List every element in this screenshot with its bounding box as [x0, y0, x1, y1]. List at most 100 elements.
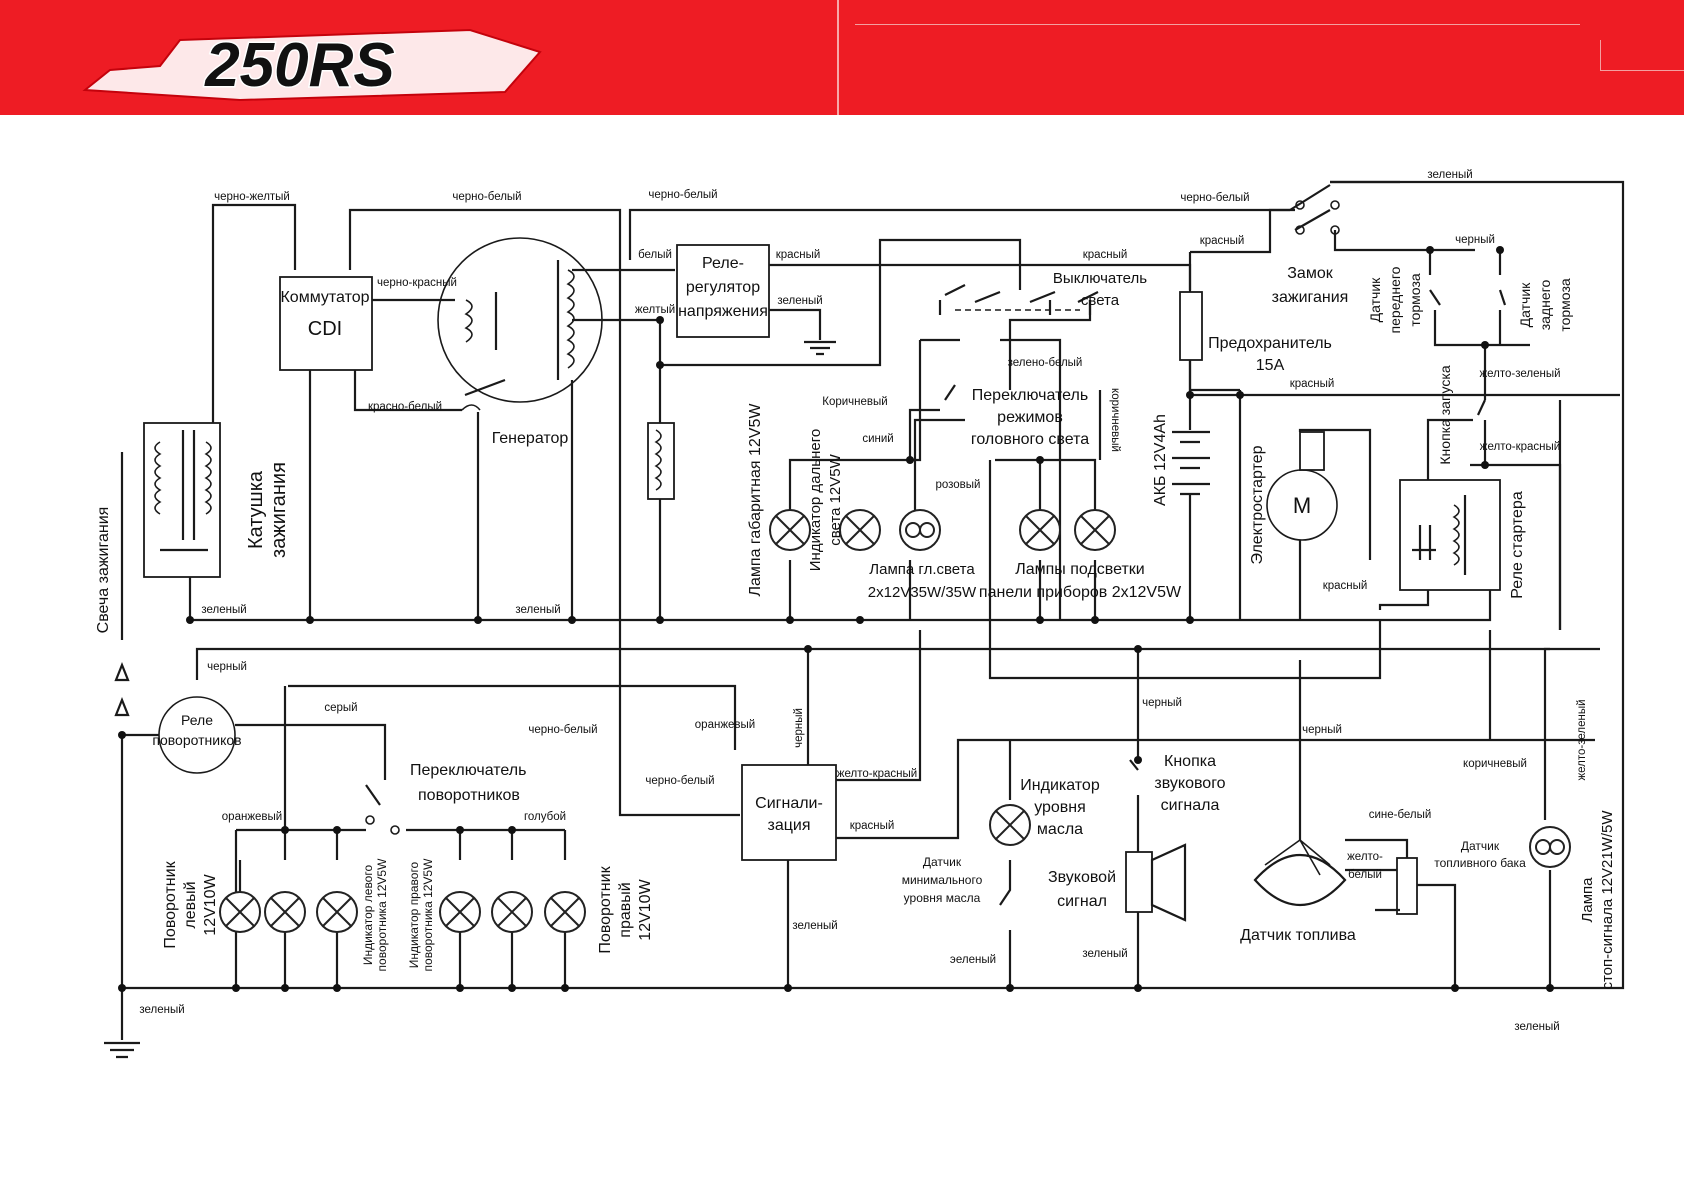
- wire-label: желто-зеленый: [1479, 368, 1560, 380]
- starter-relay-box: [1399, 479, 1501, 591]
- wire-label: желто-красный: [837, 768, 917, 780]
- wire-label: синий: [862, 433, 893, 445]
- wire-label: зеленый: [201, 604, 246, 616]
- wire-label: черный: [207, 661, 247, 673]
- wire-label: красный: [1083, 249, 1128, 261]
- starter-relay-label: Реле стартера: [1509, 491, 1526, 599]
- left-turn-label-3: 12V10W: [202, 873, 219, 935]
- oil-sensor-label-2: минимального: [902, 873, 983, 887]
- light-switch-label-2: света: [1081, 292, 1120, 309]
- headlamp-label-1: Лампа гл.света: [869, 561, 975, 578]
- fuse-box: [1179, 291, 1203, 361]
- wires: [104, 180, 1625, 1059]
- wire-label: черно-белый: [648, 189, 717, 201]
- horn-label-1: Звуковой: [1048, 869, 1116, 886]
- left-indicator-label-2: поворотника 12V5W: [375, 858, 389, 972]
- spark-plug-label: Свеча зажигания: [95, 507, 112, 634]
- headlight-switch-label-2: режимов: [997, 409, 1063, 426]
- fuse-label-1: Предохранитель: [1208, 335, 1332, 352]
- wire-label: зеленый: [777, 295, 822, 307]
- alarm-box: [741, 764, 837, 861]
- headlamp-label-2: 2x12V35W/35W: [868, 584, 977, 601]
- right-turn-label-1: Поворотник: [597, 865, 614, 953]
- starter-brush: [1299, 431, 1325, 471]
- wire-label: черный: [1142, 697, 1182, 709]
- wire-label: черно-белый: [528, 724, 597, 736]
- header-corner-mark: [1600, 40, 1684, 71]
- wire-label: черный: [1302, 724, 1342, 736]
- left-indicator-label-1: Индикатор левого: [361, 865, 375, 966]
- start-button-label: Кнопка запуска: [1437, 365, 1453, 464]
- wire-label: голубой: [524, 811, 566, 823]
- turn-relay-label-1: Реле: [181, 712, 213, 728]
- cdi-label: CDI: [308, 318, 342, 340]
- oil-indicator-label-3: масла: [1037, 821, 1083, 838]
- wire-label: оранжевый: [222, 811, 282, 823]
- header-divider: [837, 0, 839, 115]
- wire-label: эеленый: [950, 954, 996, 966]
- ignition-lock-label-2: зажигания: [1272, 289, 1349, 306]
- wire-label: черный: [793, 708, 805, 748]
- wire-label: красный: [1290, 378, 1335, 390]
- wire-label: черно-белый: [452, 191, 521, 203]
- rear-brake-label-2: заднего: [1537, 280, 1553, 331]
- turn-switch-label-1: Переключатель: [410, 762, 526, 779]
- cdi-box: [279, 276, 373, 371]
- right-turn-label-2: правый: [617, 882, 634, 937]
- regulator-label-2: регулятор: [686, 279, 760, 296]
- fuel-sensor-box: [1396, 857, 1418, 915]
- horn-button-label-2: звукового: [1154, 775, 1225, 792]
- wire-label: красный: [776, 249, 821, 261]
- high-beam-indicator-lamp: [839, 509, 881, 551]
- wire-label: зелено-белый: [1008, 357, 1083, 369]
- panel-lamp-1: [1019, 509, 1061, 551]
- turn-relay-label-2: поворотников: [152, 732, 241, 748]
- header-rule: [855, 24, 1580, 25]
- oil-indicator-label-2: уровня: [1034, 799, 1086, 816]
- front-brake-label-2: переднего: [1387, 266, 1403, 333]
- panel-lamp-2: [1074, 509, 1116, 551]
- oil-indicator-lamp: [989, 804, 1031, 846]
- wire-label: розовый: [935, 479, 980, 491]
- oil-sensor-label-3: уровня масла: [904, 891, 981, 905]
- right-turn-lamp-1: [491, 891, 533, 933]
- right-turn-label-3: 12V10W: [637, 878, 654, 940]
- oil-indicator-label-1: Индикатор: [1020, 777, 1100, 794]
- left-turn-lamp-2: [264, 891, 306, 933]
- right-indicator-label-2: поворотника 12V5W: [421, 858, 435, 972]
- brand-logo: 250RS: [82, 28, 542, 102]
- wire-label: черно-желтый: [214, 191, 290, 203]
- panel-lamps-label-1: Лампы подсветки: [1015, 561, 1145, 578]
- front-brake-label-3: тормоза: [1407, 273, 1423, 327]
- generator-label: Генератор: [492, 430, 569, 447]
- alarm-label-2: зация: [768, 817, 811, 834]
- wire-label: белый: [1348, 869, 1382, 881]
- wire-label: красно-белый: [368, 401, 442, 413]
- wire-label: желто-красный: [1480, 441, 1560, 453]
- left-turn-label-2: левый: [182, 881, 199, 928]
- wire-label: зеленый: [515, 604, 560, 616]
- horn-button-label-3: сигнала: [1161, 797, 1220, 814]
- fuel-gauge-label: Датчик топлива: [1240, 927, 1356, 944]
- left-indicator-lamp: [316, 891, 358, 933]
- parking-lamp-label: Лампа габаритная 12V5W: [747, 403, 764, 597]
- wire-label: сине-белый: [1369, 809, 1432, 821]
- regulator-box: [676, 244, 770, 338]
- turn-switch-label-2: поворотников: [418, 787, 520, 804]
- light-switch-label-1: Выключатель: [1053, 270, 1147, 287]
- rear-brake-label-3: тормоза: [1557, 278, 1573, 332]
- stop-lamp-label-2: стоп-сигнала 12V21W/5W: [1599, 810, 1616, 990]
- wire-label: желтый: [635, 304, 675, 316]
- logo-text: 250RS: [204, 31, 395, 100]
- panel-lamps-label-2: панели приборов 2x12V5W: [979, 584, 1182, 601]
- right-indicator-lamp: [439, 891, 481, 933]
- left-turn-label-1: Поворотник: [162, 860, 179, 948]
- wire-label: красный: [1323, 580, 1368, 592]
- stop-lamp: [1529, 826, 1571, 868]
- wire-label: черно-белый: [645, 775, 714, 787]
- wire-label: серый: [324, 702, 357, 714]
- regulator-label-1: Реле-: [702, 255, 744, 272]
- wire-label: зеленый: [139, 1004, 184, 1016]
- oil-sensor-label-1: Датчик: [923, 855, 962, 869]
